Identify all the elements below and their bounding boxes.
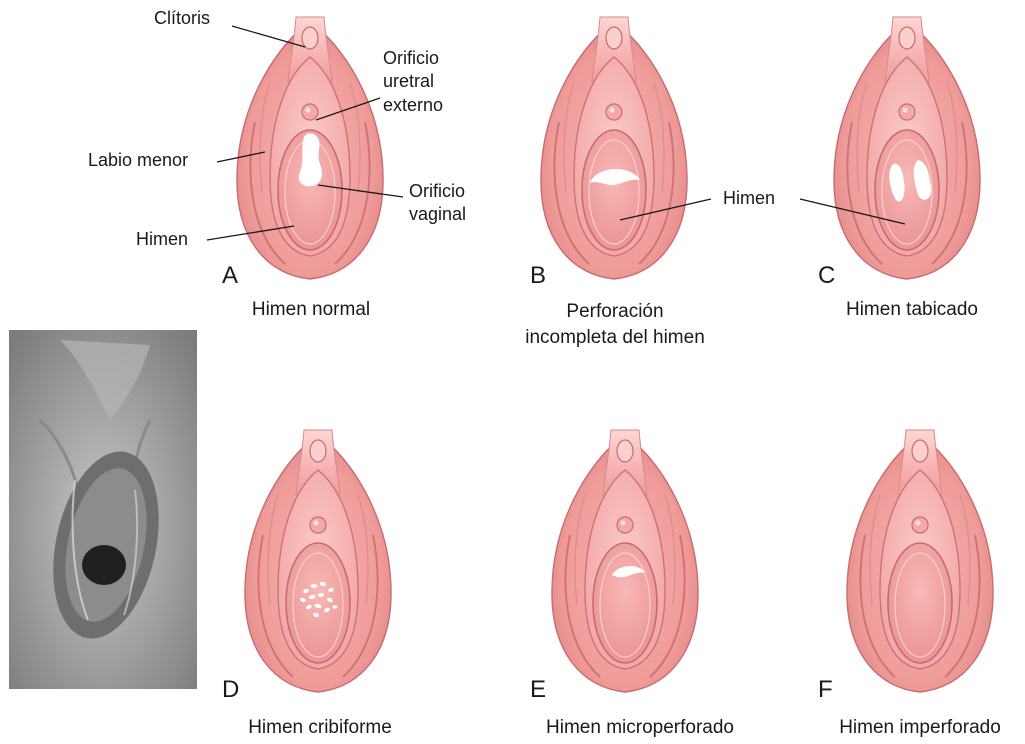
panel-e-illustration <box>552 430 698 692</box>
panel-letter-f: F <box>818 676 833 705</box>
label-urethral-orifice: Orificio uretral externo <box>383 47 443 117</box>
label-hymen-a: Himen <box>136 229 188 251</box>
panel-a-illustration <box>237 17 383 279</box>
panel-letter-d: D <box>222 676 239 705</box>
panel-c-illustration <box>834 17 980 279</box>
panel-letter-c: C <box>818 262 835 291</box>
panel-letter-a: A <box>222 262 238 291</box>
panel-d-illustration <box>245 430 391 692</box>
caption-f: Himen imperforado <box>820 717 1020 740</box>
caption-d: Himen cribiforme <box>220 717 420 740</box>
panel-letter-e: E <box>530 676 546 705</box>
caption-a: Himen normal <box>221 299 401 322</box>
caption-e: Himen microperforado <box>520 717 760 740</box>
clinical-photo <box>9 330 197 689</box>
panel-f-illustration <box>847 430 993 692</box>
label-labia-minora: Labio menor <box>88 150 188 172</box>
panel-b-illustration <box>541 17 687 279</box>
label-vaginal-orifice: Orificio vaginal <box>409 180 466 227</box>
caption-c: Himen tabicado <box>812 299 1012 322</box>
label-hymen-bc: Himen <box>723 188 775 210</box>
label-clitoris: Clítoris <box>154 8 210 30</box>
panel-letter-b: B <box>530 262 546 291</box>
caption-b: Perforación incompleta del himen <box>490 299 740 350</box>
